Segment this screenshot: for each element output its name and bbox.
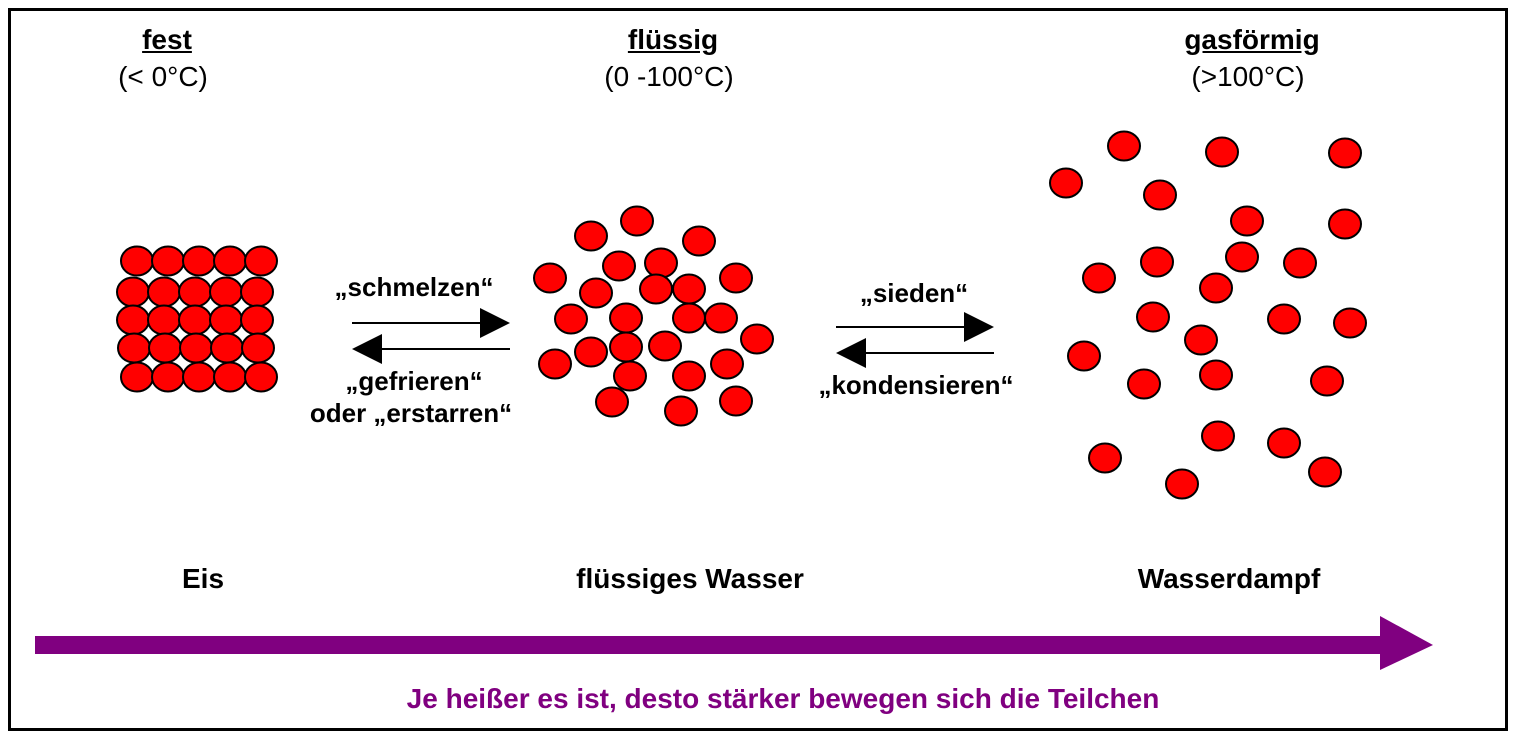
liquid-particle xyxy=(575,222,607,251)
gas-particle xyxy=(1309,458,1341,487)
gas-particle xyxy=(1202,422,1234,451)
solid-particle xyxy=(149,334,181,363)
liquid-particle xyxy=(534,264,566,293)
gas-particle xyxy=(1231,207,1263,236)
solid-particle xyxy=(210,306,242,335)
liquid-particle xyxy=(596,388,628,417)
gas-particle xyxy=(1311,367,1343,396)
gas-particle xyxy=(1108,132,1140,161)
solidify-label: oder „erstarren“ xyxy=(310,398,512,429)
heat-arrow xyxy=(35,616,1433,670)
gas-particle xyxy=(1284,249,1316,278)
gas-particle xyxy=(1089,444,1121,473)
liquid-particle xyxy=(640,275,672,304)
gas-particle xyxy=(1226,243,1258,272)
solid-particle xyxy=(183,247,215,276)
substance-gas-label: Wasserdampf xyxy=(1138,563,1321,595)
liquid-particle xyxy=(711,350,743,379)
gas-particle xyxy=(1128,370,1160,399)
gas-particle xyxy=(1206,138,1238,167)
solid-particle xyxy=(148,278,180,307)
solid-particle xyxy=(241,306,273,335)
solid-particles xyxy=(117,247,277,392)
gas-particles xyxy=(1050,132,1366,499)
freeze-arrow xyxy=(352,334,510,364)
solid-particle xyxy=(118,334,150,363)
gas-particle xyxy=(1068,342,1100,371)
liquid-particle xyxy=(720,387,752,416)
liquid-particle xyxy=(614,362,646,391)
substance-solid-label: Eis xyxy=(182,563,224,595)
gas-particle xyxy=(1329,139,1361,168)
liquid-particle xyxy=(555,305,587,334)
gas-particle xyxy=(1185,326,1217,355)
liquid-particle xyxy=(610,304,642,333)
solid-particle xyxy=(152,247,184,276)
solid-particle xyxy=(117,306,149,335)
liquid-particle xyxy=(621,207,653,236)
solid-particle xyxy=(242,334,274,363)
gas-particle xyxy=(1268,305,1300,334)
gas-particle xyxy=(1334,309,1366,338)
gas-particle xyxy=(1166,470,1198,499)
gas-particle xyxy=(1200,361,1232,390)
melt-label: „schmelzen“ xyxy=(335,272,494,303)
liquid-particle xyxy=(705,304,737,333)
liquid-particle xyxy=(673,275,705,304)
liquid-particle xyxy=(649,332,681,361)
solid-particle xyxy=(210,278,242,307)
liquid-particle xyxy=(645,249,677,278)
liquid-particle xyxy=(665,397,697,426)
melt-arrow xyxy=(352,308,510,338)
gas-particle xyxy=(1050,169,1082,198)
solid-particle xyxy=(183,363,215,392)
gas-particle xyxy=(1200,274,1232,303)
gas-particle xyxy=(1141,248,1173,277)
liquid-particle xyxy=(575,338,607,367)
gas-particle xyxy=(1137,303,1169,332)
liquid-particle xyxy=(741,325,773,354)
solid-particle xyxy=(214,363,246,392)
gas-particle xyxy=(1144,181,1176,210)
liquid-particle xyxy=(720,264,752,293)
solid-particle xyxy=(179,278,211,307)
solid-particle xyxy=(245,363,277,392)
solid-particle xyxy=(117,278,149,307)
boil-arrow xyxy=(836,312,994,342)
freeze-label: „gefrieren“ xyxy=(345,366,482,397)
liquid-particle xyxy=(673,362,705,391)
liquid-particle xyxy=(610,333,642,362)
solid-particle xyxy=(245,247,277,276)
condense-arrow xyxy=(836,338,994,368)
liquid-particle xyxy=(683,227,715,256)
liquid-particle xyxy=(603,252,635,281)
liquid-particle xyxy=(580,279,612,308)
heat-caption: Je heißer es ist, desto stärker bewegen … xyxy=(407,683,1160,715)
gas-particle xyxy=(1268,429,1300,458)
substance-liquid-label: flüssiges Wasser xyxy=(576,563,804,595)
solid-particle xyxy=(152,363,184,392)
gas-particle xyxy=(1329,210,1361,239)
liquid-particle xyxy=(539,350,571,379)
condense-label: „kondensieren“ xyxy=(818,370,1013,401)
solid-particle xyxy=(121,363,153,392)
gas-particle xyxy=(1083,264,1115,293)
liquid-particle xyxy=(673,304,705,333)
solid-particle xyxy=(179,306,211,335)
solid-particle xyxy=(211,334,243,363)
liquid-particles xyxy=(534,207,773,426)
solid-particle xyxy=(148,306,180,335)
solid-particle xyxy=(214,247,246,276)
solid-particle xyxy=(180,334,212,363)
boil-label: „sieden“ xyxy=(860,278,968,309)
solid-particle xyxy=(121,247,153,276)
solid-particle xyxy=(241,278,273,307)
